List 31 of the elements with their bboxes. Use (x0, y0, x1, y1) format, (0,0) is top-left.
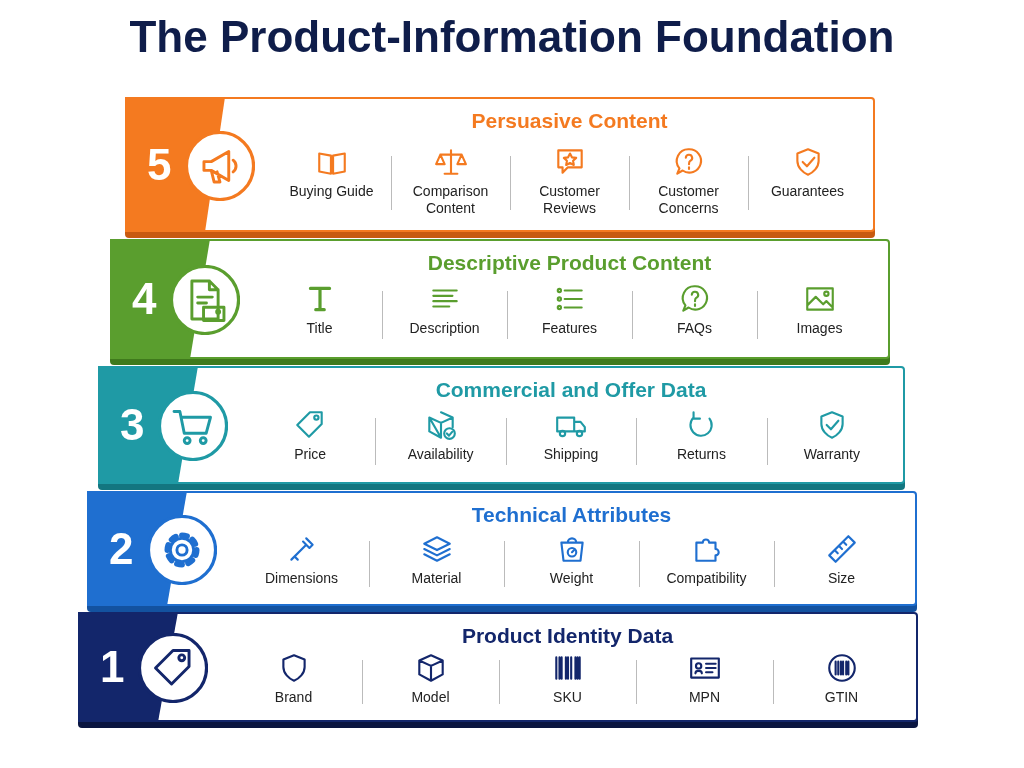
item-label: Price (293, 446, 328, 464)
item-label: Size (826, 570, 857, 588)
item-label: Buying Guide (288, 182, 375, 200)
item-label: Compatibility (665, 570, 748, 588)
item-label: GTIN (823, 689, 860, 707)
item-label: Shipping (542, 446, 600, 464)
item-label: Brand (273, 689, 314, 707)
layer-title: Descriptive Product Content (427, 251, 712, 275)
item-label: Availability (406, 446, 475, 464)
item-label: Title (305, 319, 334, 337)
item-label: Returns (675, 446, 727, 464)
item-label: Description (408, 319, 481, 337)
item-label: Material (410, 570, 463, 588)
item-label: Features (540, 319, 599, 337)
item-label: MPN (687, 689, 722, 707)
item-label: Weight (548, 570, 595, 588)
item-label: SKU (552, 689, 583, 707)
layer-title: Technical Attributes (471, 503, 672, 527)
page-title: The Product-Information Foundation (128, 12, 896, 62)
item-label: Dimensions (263, 570, 340, 588)
layer-title: Persuasive Content (471, 109, 668, 133)
item-label: Customer Reviews (538, 182, 601, 217)
item-label: Model (410, 689, 451, 707)
item-label: Comparison Content (411, 182, 490, 217)
item-label: Customer Concerns (657, 182, 720, 217)
item-label: FAQs (676, 319, 713, 337)
layer-title: Product Identity Data (461, 624, 674, 648)
item-label: Images (795, 319, 844, 337)
item-label: Warranty (802, 446, 861, 464)
item-label: Guarantees (769, 182, 846, 200)
layer-title: Commercial and Offer Data (435, 378, 707, 402)
